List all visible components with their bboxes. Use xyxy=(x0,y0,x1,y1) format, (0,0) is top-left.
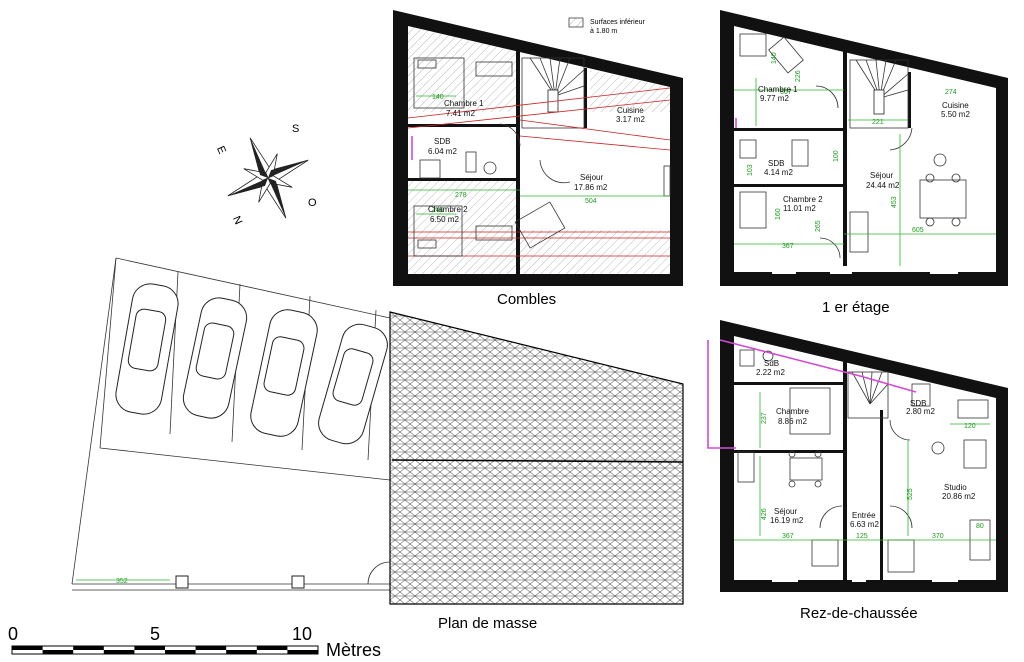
rdc-dim-525: 525 xyxy=(907,488,914,500)
rdc-title: Rez-de-chaussée xyxy=(800,605,918,622)
rdc-room-studio: Studio xyxy=(944,483,967,492)
combles-room-chambre2: Chambre 2 xyxy=(428,205,468,214)
scale-unit: Mètres xyxy=(326,640,381,660)
plan-masse: 352 Plan de masse xyxy=(71,257,684,632)
etage1-room-chambre2: Chambre 2 xyxy=(783,195,823,204)
compass-rose: S O E N xyxy=(214,123,317,227)
rdc-room-sejour-area: 16.19 m2 xyxy=(770,516,804,525)
etage1-dim-605: 605 xyxy=(912,227,924,234)
compass-o: O xyxy=(308,197,317,209)
rdc-room-chambre-area: 8.86 m2 xyxy=(778,417,807,426)
car-4 xyxy=(318,323,388,445)
rdc-dim-367: 367 xyxy=(782,533,794,540)
rdc-room-sdb2: SDB xyxy=(910,399,926,408)
etage1-dim-140: 140 xyxy=(771,52,778,64)
combles-room-sdb-area: 6.04 m2 xyxy=(428,147,457,156)
legend-hatch-swatch xyxy=(568,17,584,28)
rdc-room-entree-area: 6.63 m2 xyxy=(850,520,879,529)
combles-dim-sejour: 504 xyxy=(585,198,597,205)
combles-dim-width: 278 xyxy=(455,192,467,199)
legend: Surfaces inférieur à 1.80 m xyxy=(568,17,646,35)
plan-etage1: 140 226 367 274 221 100 103 160 265 367 … xyxy=(720,10,1008,316)
combles-room-cuisine: Cuisine xyxy=(617,106,644,115)
etage1-dim-274: 274 xyxy=(945,89,957,96)
etage1-dim-221: 221 xyxy=(872,119,884,126)
compass-e: E xyxy=(214,144,228,156)
etage1-dim-367b: 367 xyxy=(782,243,794,250)
masse-dim-352: 352 xyxy=(116,578,128,585)
compass-n: N xyxy=(230,214,244,226)
rdc-room-entree: Entrée xyxy=(852,511,876,520)
scale-tick-5: 5 xyxy=(150,624,160,644)
rdc-room-sdb2-area: 2.80 m2 xyxy=(906,407,935,416)
legend-text-1: Surfaces inférieur xyxy=(590,19,646,26)
etage1-dim-100: 100 xyxy=(833,150,840,162)
scale-tick-10: 10 xyxy=(292,624,312,644)
etage1-room-chambre1-area: 9.77 m2 xyxy=(760,94,789,103)
combles-room-sejour: Séjour xyxy=(580,173,603,182)
rdc-dim-237: 237 xyxy=(761,412,768,424)
car-3 xyxy=(250,309,318,437)
rdc-room-sdb1-area: 2.22 m2 xyxy=(756,368,785,377)
legend-text-2: à 1.80 m xyxy=(590,28,617,35)
etage1-dim-226: 226 xyxy=(795,70,802,82)
etage1-room-cuisine-area: 5.50 m2 xyxy=(941,110,970,119)
etage1-title: 1 er étage xyxy=(822,299,890,316)
combles-room-chambre1-area: 7.41 m2 xyxy=(446,109,475,118)
combles-title: Combles xyxy=(497,291,556,308)
etage1-dim-103: 103 xyxy=(747,164,754,176)
etage1-room-sejour-area: 24.44 m2 xyxy=(866,181,900,190)
combles-room-chambre1: Chambre 1 xyxy=(444,99,484,108)
etage1-room-sdb-area: 4.14 m2 xyxy=(764,168,793,177)
masse-cars xyxy=(115,283,388,445)
combles-dim-chambre2: 140 xyxy=(432,207,444,214)
rdc-dim-125: 125 xyxy=(856,533,868,540)
combles-room-chambre2-area: 6.50 m2 xyxy=(430,215,459,224)
etage1-room-sdb: SDB xyxy=(768,159,784,168)
compass-s: S xyxy=(292,123,299,135)
rdc-room-sdb1: SdB xyxy=(764,359,779,368)
masse-roof xyxy=(389,311,684,605)
rdc-dim-80: 80 xyxy=(976,523,984,530)
plan-combles: 140 278 504 140 Chambre 1 7.41 m2 Cuisin… xyxy=(393,10,683,308)
etage1-room-cuisine: Cuisine xyxy=(942,101,969,110)
combles-dim-chambre1: 140 xyxy=(432,94,444,101)
car-1 xyxy=(115,283,179,415)
rdc-dim-426: 426 xyxy=(761,508,768,520)
rdc-room-sejour: Séjour xyxy=(774,507,797,516)
etage1-dim-453: 453 xyxy=(891,196,898,208)
scale-tick-0: 0 xyxy=(8,624,18,644)
car-2 xyxy=(182,297,248,419)
etage1-dim-265: 265 xyxy=(815,220,822,232)
rdc-room-chambre: Chambre xyxy=(776,407,809,416)
plan-rdc: 237 120 426 367 125 370 525 80 SdB 2.22 … xyxy=(707,320,1008,622)
rdc-dim-120: 120 xyxy=(964,423,976,430)
etage1-dim-367a: 367 xyxy=(780,89,792,96)
etage1-dim-160: 160 xyxy=(775,208,782,220)
etage1-room-sejour: Séjour xyxy=(870,171,893,180)
etage1-room-chambre2-area: 11.01 m2 xyxy=(783,204,816,213)
rdc-dim-370: 370 xyxy=(932,533,944,540)
combles-room-cuisine-area: 3.17 m2 xyxy=(616,115,645,124)
scale-bar: 0 5 10 Mètres xyxy=(8,624,381,660)
masse-title: Plan de masse xyxy=(438,615,537,632)
rdc-room-studio-area: 20.86 m2 xyxy=(942,492,976,501)
etage1-room-chambre1: Chambre 1 xyxy=(758,85,798,94)
combles-room-sejour-area: 17.86 m2 xyxy=(574,183,608,192)
combles-room-sdb: SDB xyxy=(434,137,450,146)
